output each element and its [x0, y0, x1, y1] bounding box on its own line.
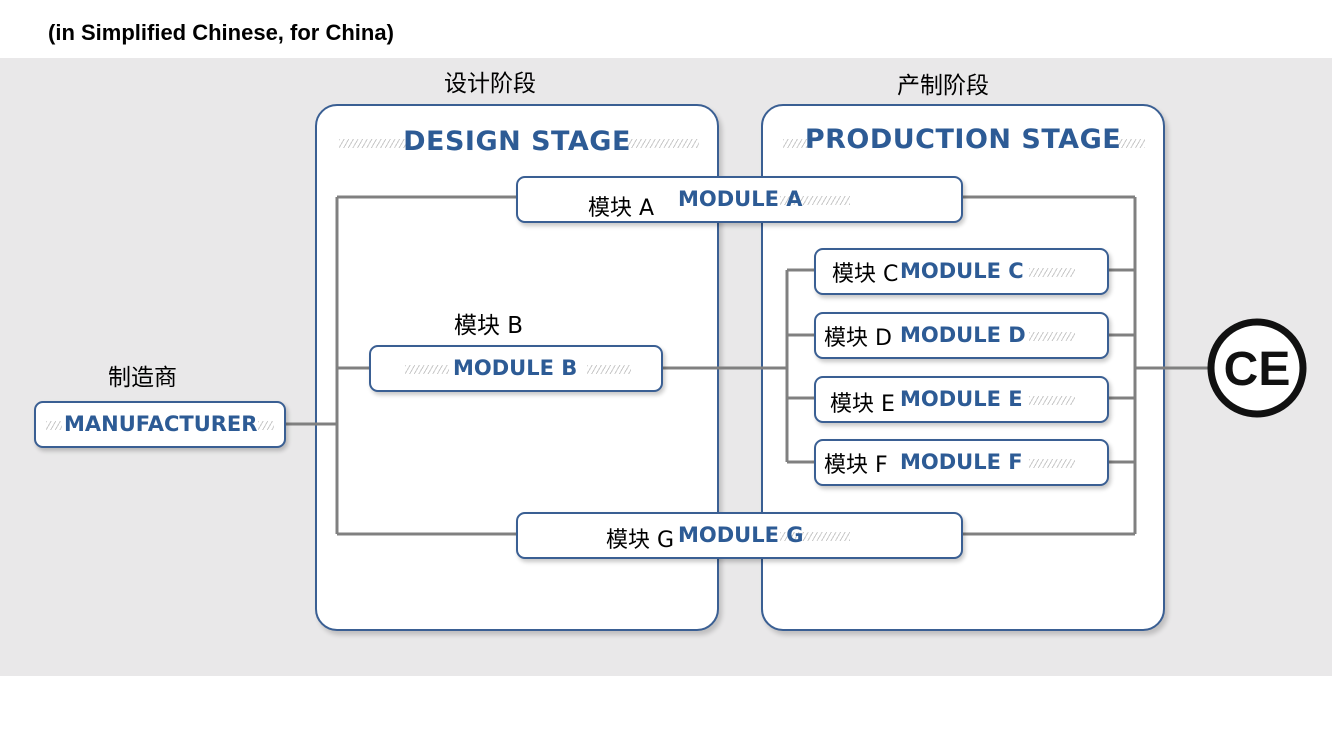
module-a-box: MODULE A 模块 A: [516, 176, 963, 223]
module-b-label: MODULE B: [453, 356, 578, 380]
hatch-decoration: [627, 139, 699, 148]
module-d-label: MODULE D: [900, 323, 1026, 347]
hatch-decoration: [1029, 268, 1075, 277]
hatch-decoration: [46, 421, 62, 430]
module-f-zh-label: 模块 F: [824, 453, 888, 478]
hatch-decoration: [1029, 332, 1075, 341]
module-e-zh-label: 模块 E: [830, 392, 895, 417]
module-e-box: MODULE E 模块 E: [814, 376, 1109, 423]
module-g-label: MODULE G: [678, 523, 804, 547]
module-g-box: MODULE G 模块 G: [516, 512, 963, 559]
hatch-decoration: [783, 139, 811, 148]
design-stage-zh-label: 设计阶段: [444, 71, 536, 97]
hatch-decoration: [1029, 459, 1075, 468]
hatch-decoration: [405, 365, 449, 374]
manufacturer-box: MANUFACTURER: [34, 401, 286, 448]
module-g-zh-label: 模块 G: [606, 528, 675, 553]
module-e-label: MODULE E: [900, 387, 1023, 411]
hatch-decoration: [780, 532, 850, 541]
module-c-zh-label: 模块 C: [832, 262, 899, 287]
design-stage-title: DESIGN STAGE: [403, 126, 631, 157]
manufacturer-label: MANUFACTURER: [64, 412, 258, 436]
hatch-decoration: [258, 421, 274, 430]
production-stage-zh-label: 产制阶段: [897, 73, 989, 99]
module-a-label: MODULE A: [678, 187, 803, 211]
module-c-label: MODULE C: [900, 259, 1024, 283]
module-d-box: MODULE D 模块 D: [814, 312, 1109, 359]
module-b-zh-label: 模块 B: [454, 313, 524, 339]
ce-mark-text: CE: [1224, 343, 1291, 396]
header-note: (in Simplified Chinese, for China): [48, 20, 394, 45]
hatch-decoration: [339, 139, 411, 148]
module-a-zh-label: 模块 A: [588, 196, 655, 221]
module-f-label: MODULE F: [900, 450, 1023, 474]
ce-marking-icon: CE: [1207, 318, 1307, 418]
module-b-box: MODULE B: [369, 345, 663, 392]
hatch-decoration: [1029, 396, 1075, 405]
hatch-decoration: [587, 365, 631, 374]
hatch-decoration: [780, 196, 850, 205]
module-d-zh-label: 模块 D: [824, 326, 892, 351]
production-stage-title: PRODUCTION STAGE: [804, 124, 1122, 155]
manufacturer-zh-label: 制造商: [108, 365, 177, 391]
hatch-decoration: [1117, 139, 1145, 148]
module-c-box: MODULE C 模块 C: [814, 248, 1109, 295]
module-f-box: MODULE F 模块 F: [814, 439, 1109, 486]
